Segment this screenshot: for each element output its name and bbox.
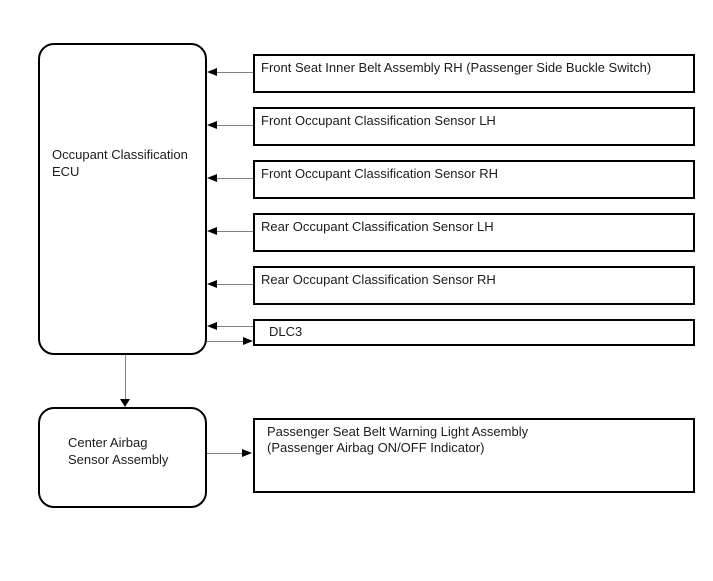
connector-line: [125, 355, 126, 399]
node-occupant-classification-ecu: Occupant Classification ECU: [38, 43, 207, 355]
connector-line: [216, 178, 253, 179]
box-label: Front Seat Inner Belt Assembly RH (Passe…: [261, 60, 652, 75]
box-label: Passenger Seat Belt Warning Light Assemb…: [267, 424, 529, 455]
box-front-seat-inner-belt-assembly-rh: Front Seat Inner Belt Assembly RH (Passe…: [253, 54, 695, 93]
node-label: Occupant Classification ECU: [52, 147, 188, 179]
box-front-occupant-classification-sensor-lh: Front Occupant Classification Sensor LH: [253, 107, 695, 146]
box-label: Front Occupant Classification Sensor LH: [261, 113, 496, 128]
connector-line: [216, 231, 253, 232]
connector-line: [207, 341, 243, 342]
arrow-left-icon: [207, 68, 217, 76]
connector-line: [216, 125, 253, 126]
box-label: Rear Occupant Classification Sensor LH: [261, 219, 494, 234]
arrow-left-icon: [207, 227, 217, 235]
box-label: DLC3: [269, 324, 303, 339]
box-label: Front Occupant Classification Sensor RH: [261, 166, 498, 181]
box-passenger-seat-belt-warning-light: Passenger Seat Belt Warning Light Assemb…: [253, 418, 695, 493]
box-front-occupant-classification-sensor-rh: Front Occupant Classification Sensor RH: [253, 160, 695, 199]
arrow-left-icon: [207, 174, 217, 182]
arrow-down-icon: [120, 399, 130, 407]
arrow-left-icon: [207, 322, 217, 330]
arrow-right-icon: [243, 337, 253, 345]
connector-line: [207, 453, 242, 454]
box-rear-occupant-classification-sensor-lh: Rear Occupant Classification Sensor LH: [253, 213, 695, 252]
node-label: Center Airbag Sensor Assembly: [68, 435, 169, 467]
arrow-left-icon: [207, 121, 217, 129]
connector-line: [216, 284, 253, 285]
box-dlc3: DLC3: [253, 319, 695, 346]
node-center-airbag-sensor-assembly: Center Airbag Sensor Assembly: [38, 407, 207, 508]
box-label: Rear Occupant Classification Sensor RH: [261, 272, 496, 287]
box-rear-occupant-classification-sensor-rh: Rear Occupant Classification Sensor RH: [253, 266, 695, 305]
connector-line: [216, 326, 253, 327]
arrow-right-icon: [242, 449, 252, 457]
arrow-left-icon: [207, 280, 217, 288]
connector-line: [216, 72, 253, 73]
